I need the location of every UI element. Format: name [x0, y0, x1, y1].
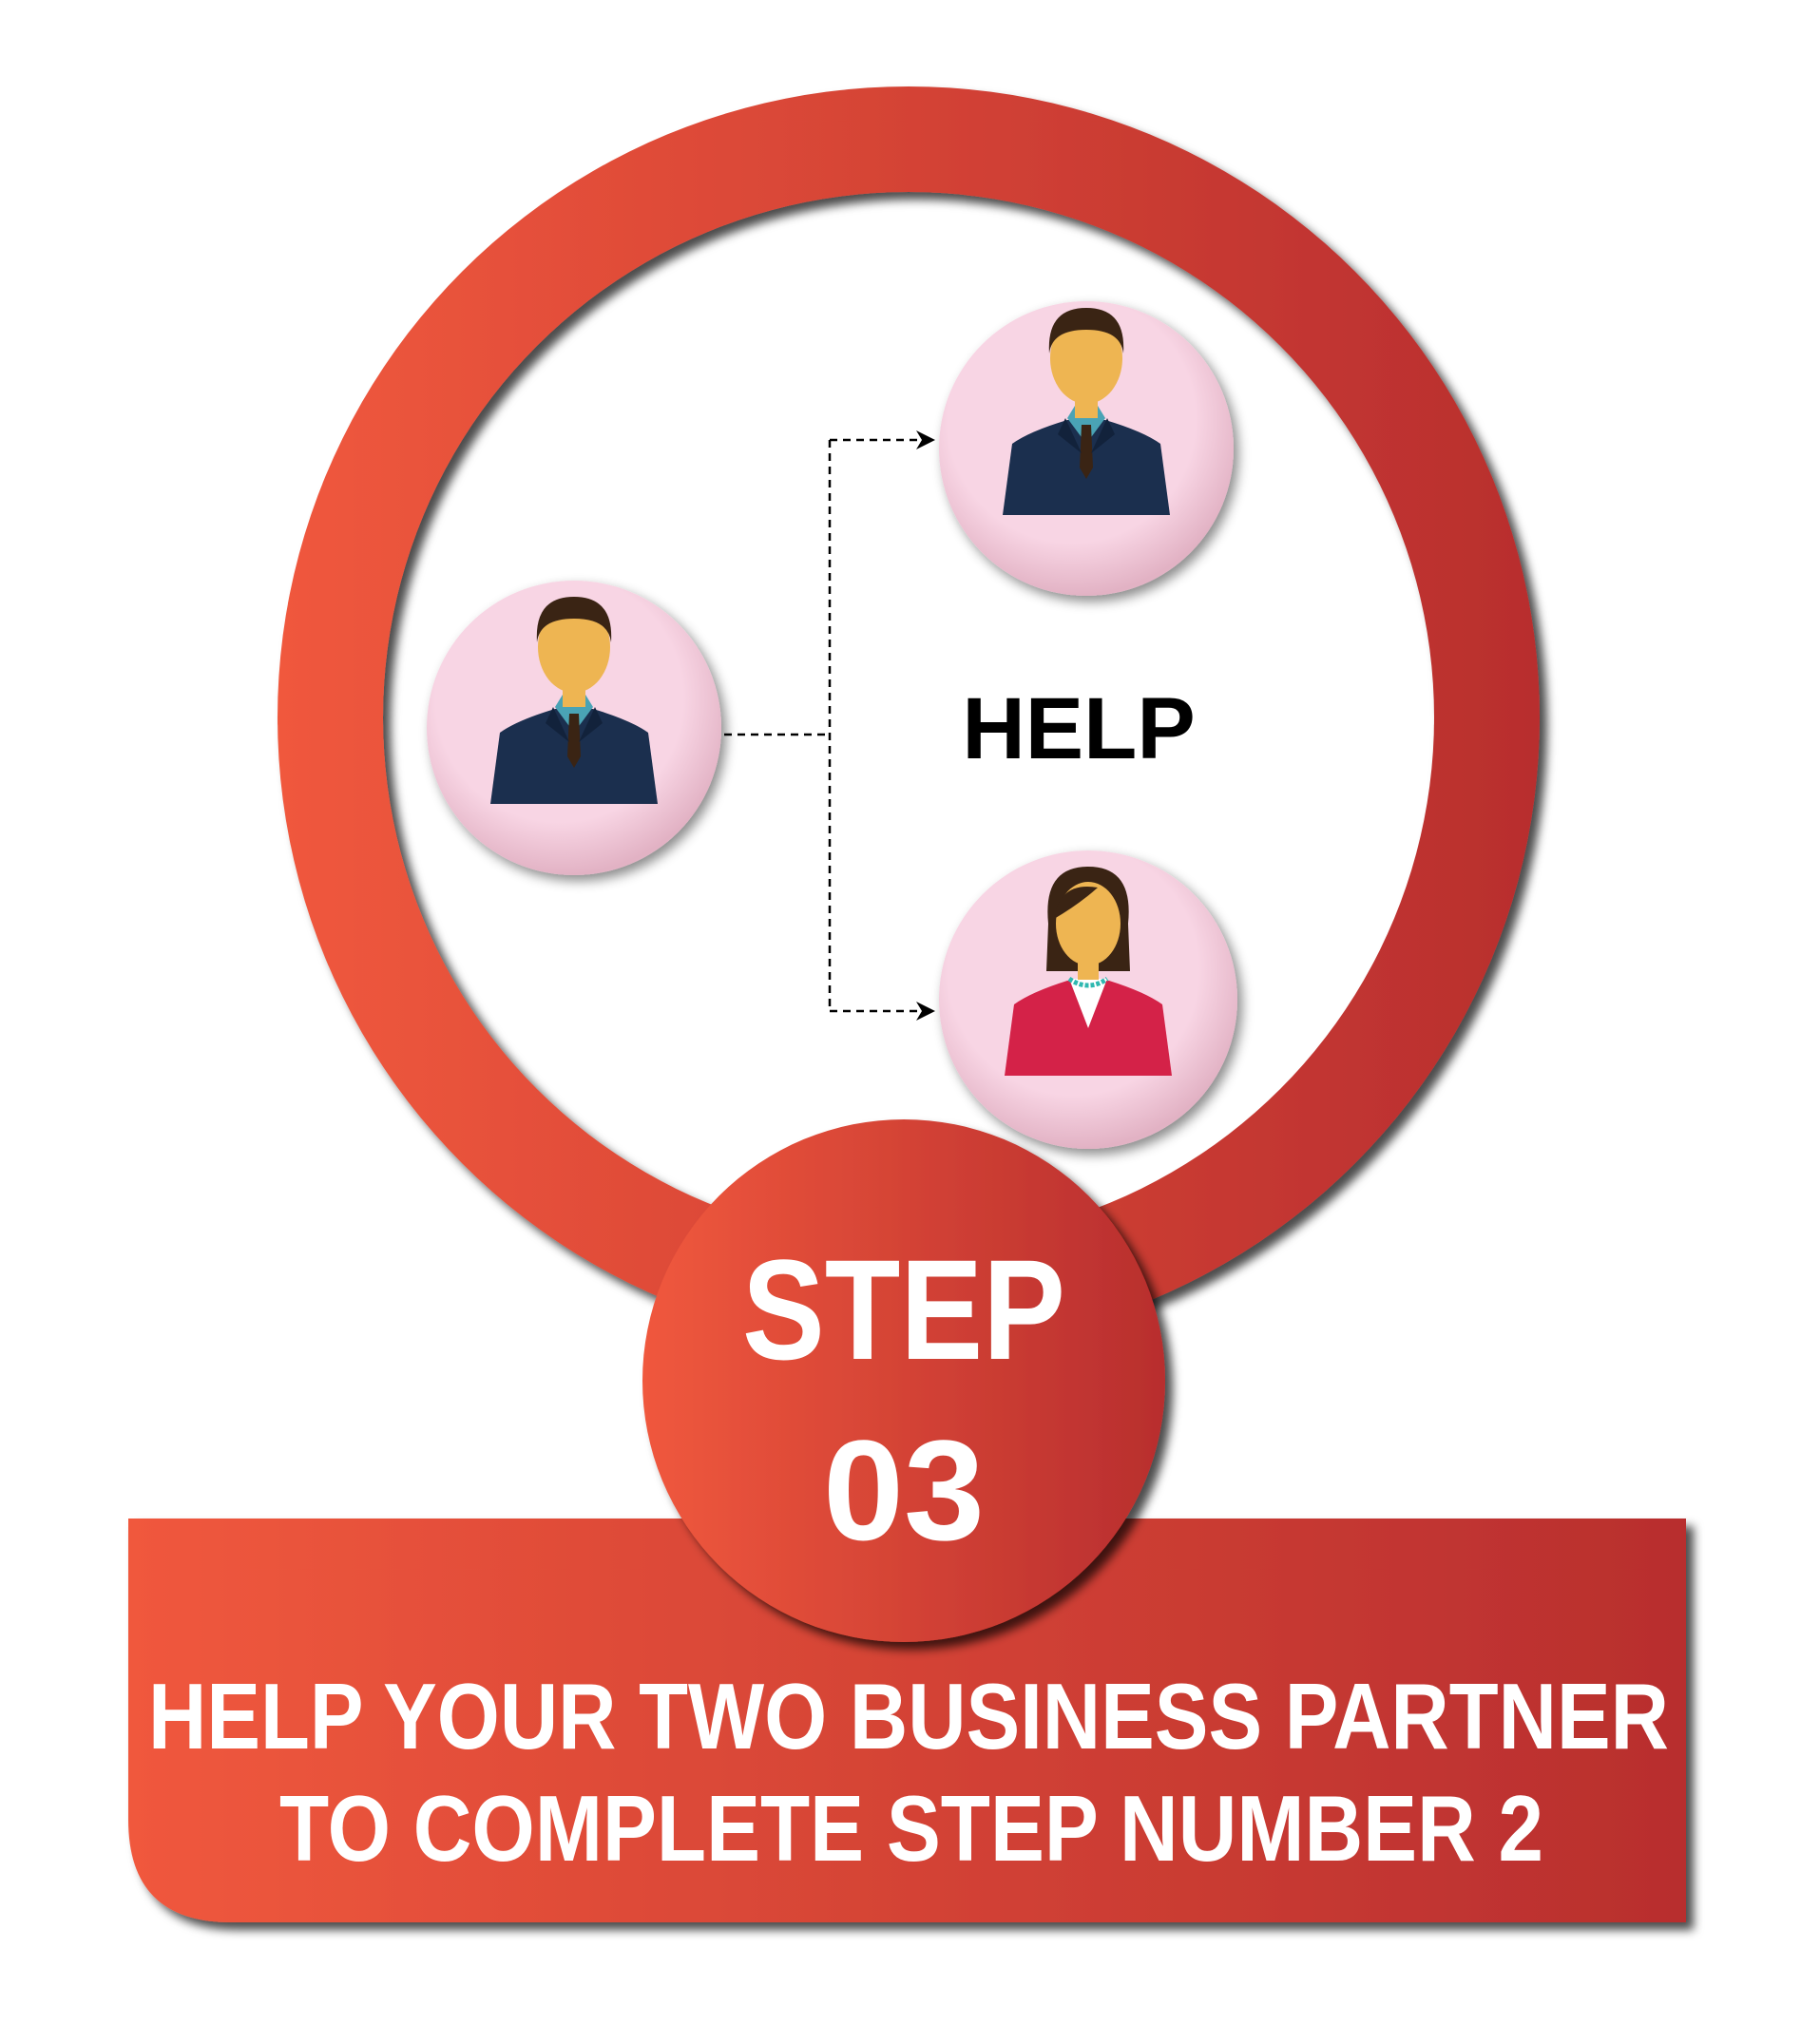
- banner-line-1: HELP YOUR TWO BUSINESS PARTNER: [148, 1664, 1669, 1768]
- center-label: HELP: [962, 680, 1195, 777]
- banner-line-2: TO COMPLETE STEP NUMBER 2: [279, 1776, 1543, 1881]
- step-label: STEP: [742, 1230, 1065, 1389]
- step-badge: [642, 1119, 1165, 1642]
- avatar-helper: [427, 581, 721, 875]
- avatar-partner-man: [939, 301, 1234, 596]
- connector-lines: [724, 430, 935, 1021]
- bottom-banner: [128, 1519, 1686, 1922]
- avatar-partner-woman: [939, 850, 1237, 1149]
- step-number: 03: [823, 1410, 985, 1570]
